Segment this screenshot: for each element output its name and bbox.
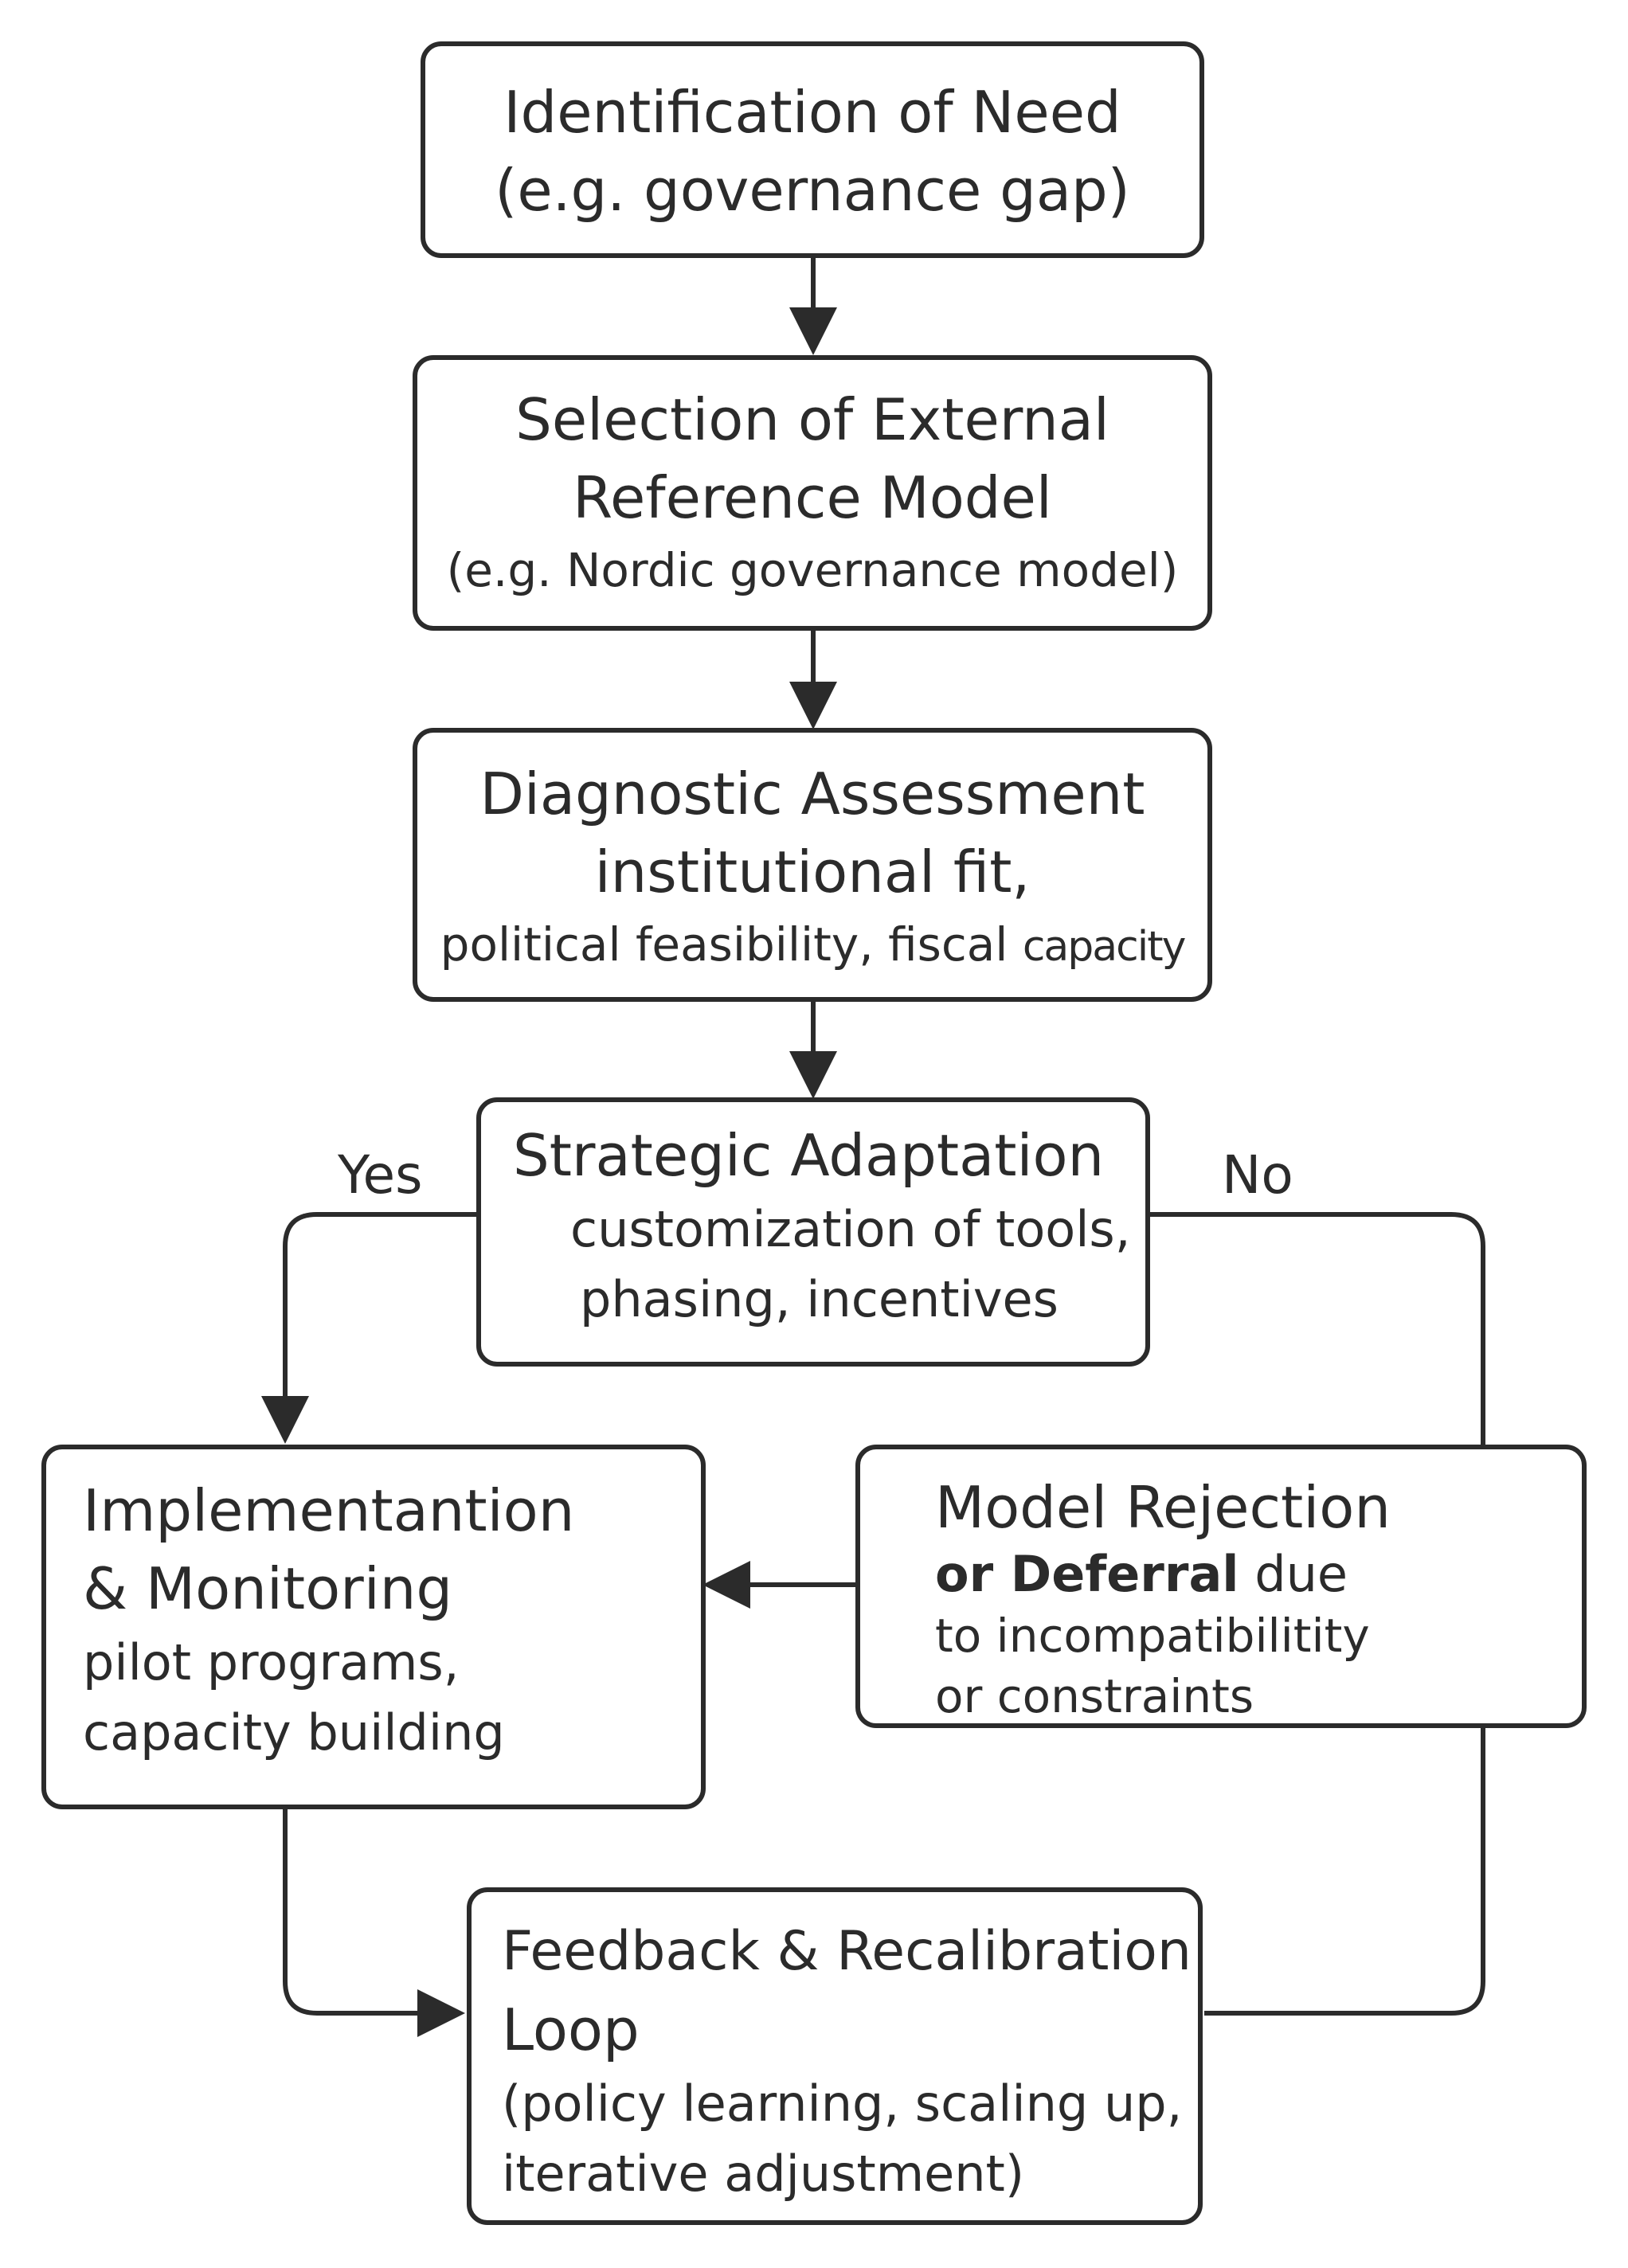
line-rejection-to-feedback: [1204, 1726, 1485, 2016]
edge-label-yes: Yes: [338, 1144, 423, 1206]
node-title: Model Rejection: [935, 1474, 1391, 1541]
node-model-rejection: Model Rejection or Deferral due to incom…: [855, 1445, 1587, 1728]
node-detail-line2-tail: capacity: [1022, 923, 1187, 971]
node-detail-line1: (policy learning, scaling up,: [502, 2074, 1183, 2133]
node-title-line2: & Monitoring: [83, 1555, 453, 1622]
node-detail-line2: capacity building: [83, 1703, 505, 1762]
node-title-line2: Reference Model: [573, 464, 1052, 531]
node-title: Identification of Need: [503, 79, 1121, 146]
node-detail-line1: institutional fit,: [594, 839, 1031, 905]
edge-label-no: No: [1222, 1144, 1293, 1206]
node-detail-line1: or Deferral due: [935, 1543, 1582, 1605]
node-detail-line3: or constraints: [935, 1669, 1254, 1723]
node-title: Diagnostic Assessment: [479, 761, 1145, 827]
line-no-branch: [1149, 1212, 1485, 1445]
node-detail-line1: customization of tools,: [570, 1200, 1131, 1258]
node-detail-line2: to incompatibilitity: [935, 1609, 1370, 1663]
node-selection-of-reference-model: Selection of External Reference Model (e…: [413, 355, 1212, 631]
node-feedback-recalibration-loop: Feedback & Recalibration Loop (policy le…: [467, 1887, 1203, 2225]
node-detail-line1: pilot programs,: [83, 1633, 460, 1691]
node-detail-line2-text: political feasibility, fiscal: [440, 917, 1008, 972]
node-detail-line2: phasing, incentives: [580, 1270, 1059, 1328]
node-detail: (e.g. Nordic governance model): [446, 543, 1179, 597]
node-detail: (e.g. governance gap): [495, 157, 1130, 224]
node-detail-line2: political feasibility, fiscal capacity: [417, 911, 1207, 980]
arrow-yes-to-implementation: [261, 1212, 476, 1444]
node-title-line1: Selection of External: [515, 386, 1109, 453]
node-title-line2: Loop: [502, 1996, 640, 2063]
arrow-implementation-to-feedback: [283, 1808, 465, 2037]
node-detail-line2: iterative adjustment): [502, 2145, 1025, 2203]
node-diagnostic-assessment: Diagnostic Assessment institutional fit,…: [413, 728, 1212, 1002]
node-detail-line1-rest: due: [1239, 1545, 1348, 1603]
node-identification-of-need: Identification of Need (e.g. governance …: [421, 41, 1204, 258]
node-detail-line1-bold: or Deferral: [935, 1545, 1239, 1603]
node-title: Strategic Adaptation: [513, 1122, 1105, 1189]
node-implementation-monitoring: Implementantion & Monitoring pilot progr…: [41, 1445, 706, 1809]
node-title-line1: Feedback & Recalibration: [502, 1920, 1192, 1983]
node-title-line1: Implementantion: [83, 1477, 575, 1544]
node-strategic-adaptation: Strategic Adaptation customization of to…: [476, 1097, 1150, 1367]
